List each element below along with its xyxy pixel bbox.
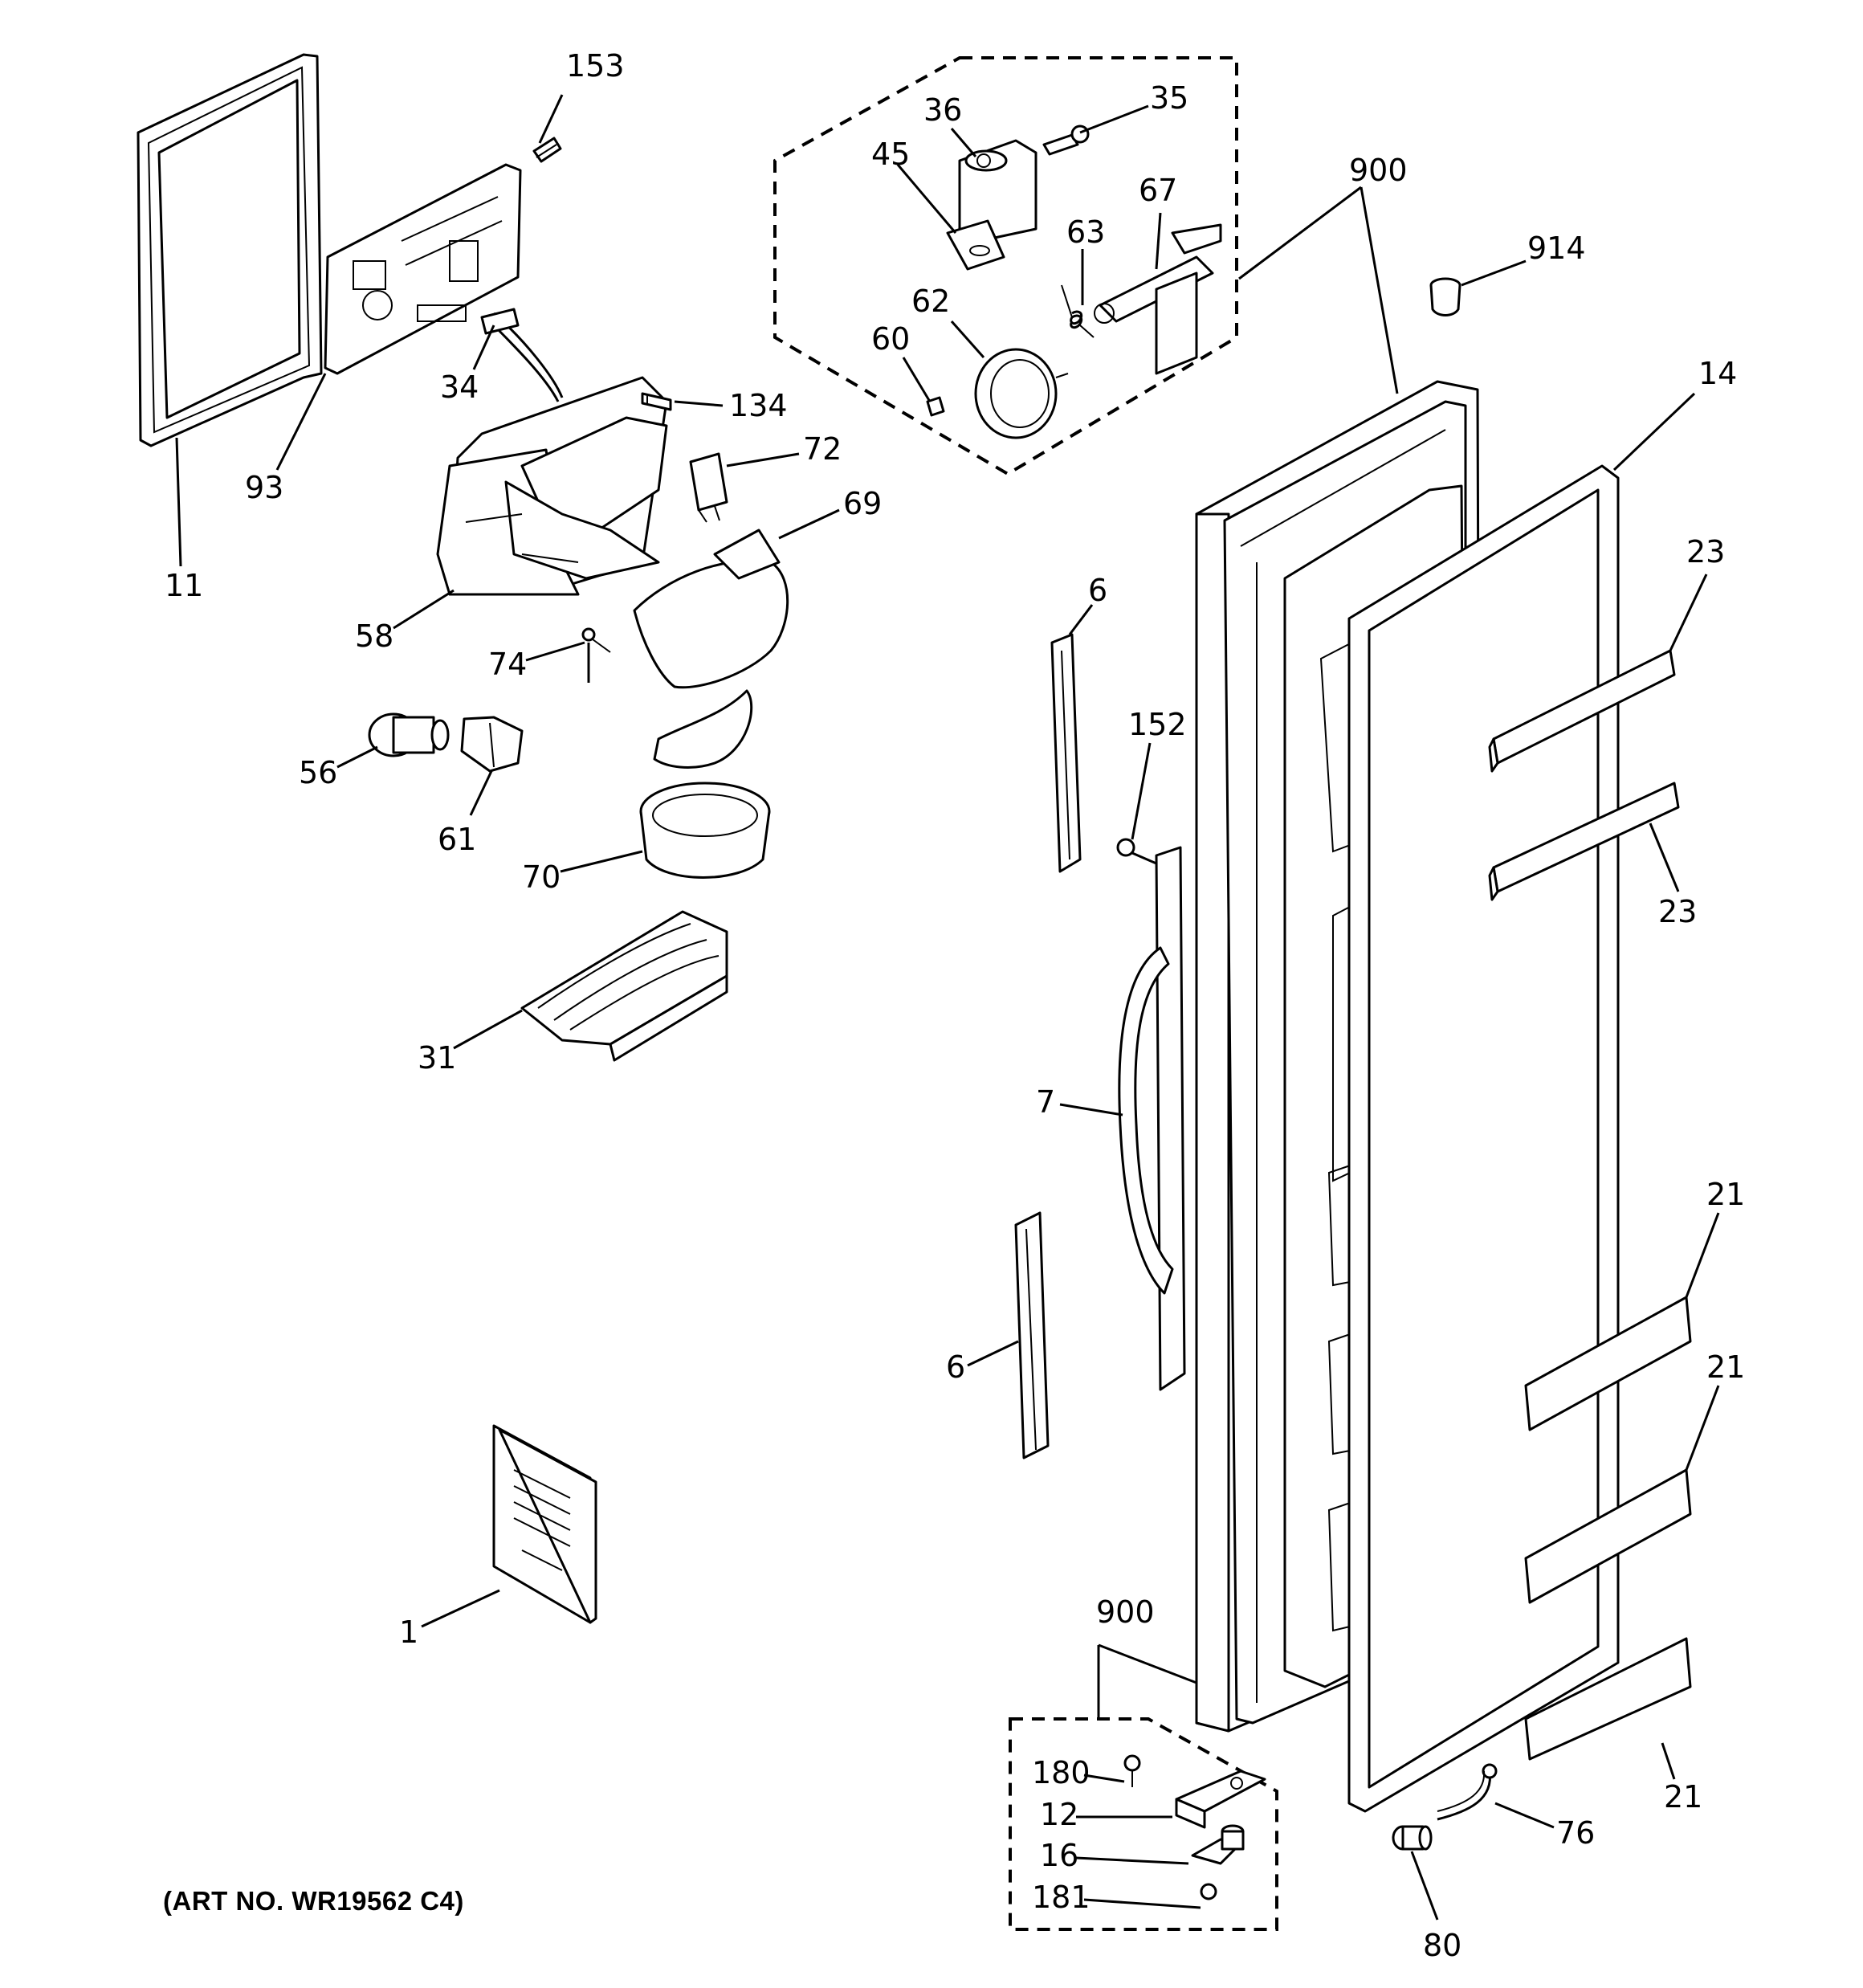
callout-152: 152: [1128, 707, 1187, 742]
motor-56-part: [368, 712, 450, 757]
callout-6-upper: 6: [1088, 573, 1107, 608]
callout-63: 63: [1066, 214, 1105, 250]
cam-62-part: [974, 348, 1069, 439]
callout-72: 72: [803, 431, 842, 467]
callout-6-lower: 6: [946, 1349, 965, 1385]
dispenser-frame-part: [137, 53, 323, 447]
callout-914: 914: [1527, 231, 1586, 266]
callout-153: 153: [566, 48, 625, 84]
screw-153-part: [532, 137, 562, 163]
callout-80: 80: [1423, 1928, 1461, 1963]
bearing-70-part: [639, 782, 771, 879]
callout-45: 45: [871, 137, 910, 172]
solenoid-36-part: [958, 139, 1037, 243]
callout-1: 1: [399, 1614, 418, 1650]
spring-74-part: [581, 627, 611, 683]
callout-31: 31: [418, 1040, 456, 1076]
valve-assembly-group-outline: [773, 56, 1238, 476]
ice-chute-part: [633, 529, 789, 769]
callout-181: 181: [1032, 1880, 1090, 1915]
coupling-61-part: [460, 716, 524, 773]
screw-35-part: [1042, 125, 1090, 156]
control-board-part: [324, 163, 522, 375]
callout-900-upper: 900: [1349, 153, 1408, 188]
callout-56: 56: [299, 755, 337, 790]
callout-70: 70: [522, 859, 561, 895]
cap-914-part: [1429, 277, 1461, 316]
callout-35: 35: [1150, 80, 1188, 116]
callout-67: 67: [1139, 173, 1177, 208]
manual-1-part: [492, 1424, 597, 1624]
callout-36: 36: [923, 92, 962, 128]
callout-14: 14: [1698, 356, 1737, 391]
callout-134: 134: [729, 388, 788, 423]
switch-72-part: [689, 452, 728, 523]
art-number: (ART NO. WR19562 C4): [163, 1886, 464, 1916]
callout-labels: 153 36 35 45 900 67 63 914 62 60 14 34 1…: [165, 48, 1745, 1963]
trim-strip-6-upper-part: [1050, 633, 1082, 873]
callout-21-lower: 21: [1664, 1779, 1702, 1815]
callout-21-middle: 21: [1706, 1349, 1745, 1385]
callout-76: 76: [1556, 1815, 1595, 1851]
callout-74: 74: [488, 647, 527, 682]
lever-67-part: [1094, 223, 1222, 375]
callout-58: 58: [355, 618, 393, 654]
gasket-14-part: [1347, 464, 1620, 1813]
drip-tray-31-part: [520, 910, 728, 1062]
shelf-rail-21-middle-part: [1524, 1468, 1692, 1604]
fitting-80-part: [1392, 1825, 1433, 1851]
spring-63-part: [1061, 284, 1095, 338]
callout-21-upper: 21: [1706, 1177, 1745, 1212]
shelf-rail-21-lower-part: [1524, 1637, 1692, 1761]
screw-181-part: [1200, 1883, 1217, 1900]
callout-23-lower: 23: [1658, 894, 1697, 929]
callout-61: 61: [438, 822, 476, 857]
callout-60: 60: [871, 321, 910, 357]
callout-7: 7: [1036, 1084, 1055, 1120]
callout-12: 12: [1040, 1797, 1078, 1832]
shelf-rail-21-upper-part: [1524, 1296, 1692, 1431]
dispenser-housing-part: [436, 308, 668, 596]
shelf-rail-23-upper-part: [1488, 649, 1676, 773]
callout-16: 16: [1040, 1838, 1078, 1873]
water-tube-76-part: [1437, 1763, 1498, 1821]
screw-134-part: [641, 392, 672, 411]
screw-180-part: [1123, 1754, 1141, 1787]
leader-lines: [175, 94, 1720, 1921]
hinge-12-part: [1175, 1770, 1266, 1829]
trim-strip-6-lower-part: [1014, 1211, 1050, 1459]
screw-152-part: [1116, 838, 1157, 865]
shelf-rail-23-lower-part: [1488, 782, 1680, 901]
callout-180: 180: [1032, 1755, 1090, 1790]
callout-11: 11: [165, 568, 203, 603]
bracket-45-part: [946, 219, 1005, 271]
callout-34: 34: [440, 369, 479, 405]
callout-69: 69: [843, 486, 882, 521]
callout-93: 93: [245, 470, 283, 505]
bushing-16-part: [1191, 1824, 1245, 1865]
handle-7-part: [1118, 846, 1186, 1391]
callout-900-lower: 900: [1096, 1594, 1155, 1630]
screw-60-part: [926, 396, 945, 417]
hinge-kit-group-outline: [1009, 1717, 1278, 1931]
callout-23-upper: 23: [1686, 534, 1725, 569]
callout-62: 62: [911, 284, 950, 319]
